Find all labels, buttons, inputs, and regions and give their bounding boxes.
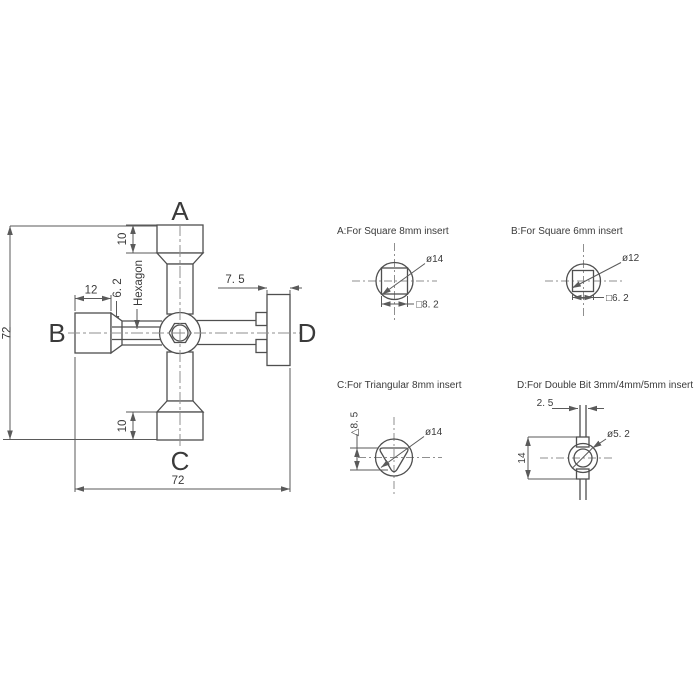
dim-end-d: 7. 5 [218,274,302,312]
detail-view-b: B:For Square 6mm insert ø12 □6. 2 [511,226,640,318]
detail-b-diameter-value: ø12 [622,253,640,264]
detail-d-barrel-circle [567,442,599,474]
hexagon-label: Hexagon [133,260,145,306]
arm-b-slot-lines [112,326,162,341]
detail-view-a: A:For Square 8mm insert ø14 □8. 2 [337,226,449,320]
hexagon-annotation: Hexagon [133,260,145,329]
detail-b-diameter-leader [571,262,622,289]
detail-c-circle [374,438,414,477]
detail-b-square-hole [571,269,595,293]
port-label-a: A [171,196,189,226]
detail-view-d: D:For Double Bit 3mm/4mm/5mm insert 2. 5… [517,380,693,500]
detail-a-square-hole [380,267,409,295]
detail-c-diameter-leader [380,436,425,468]
detail-d-diameter-line [571,447,593,469]
dim-socket-b: 12 [74,285,112,311]
detail-d-top-collar [575,436,590,448]
dim-value-end-d: 7. 5 [225,274,244,286]
dim-value-width: 72 [172,475,185,487]
detail-view-c: C:For Triangular 8mm insert ø14 △8. 5 [337,380,462,497]
dim-value-height: 72 [2,327,14,340]
detail-c-size-value: △8. 5 [350,411,361,436]
detail-d-diameter-value: ø5. 2 [607,429,630,440]
detail-d-title: D:For Double Bit 3mm/4mm/5mm insert [517,380,693,391]
detail-d-slot-width-value: 2. 5 [537,398,554,409]
dim-value-slot-b: 6. 2 [112,278,124,297]
detail-a-diameter-leader [381,263,426,295]
main-view: 72 10 12 6. 2 Hexagon 7. 5 [2,196,317,492]
dim-overall-width: 72 [74,357,291,492]
detail-a-circle [375,261,414,301]
detail-a-diameter-value: ø14 [426,254,444,265]
dim-value-head-c: 10 [117,420,129,433]
port-label-b: B [48,318,65,348]
detail-d-top-stem [579,405,587,437]
dim-value-socket-b: 12 [85,285,98,297]
detail-d-bottom-stem [579,479,587,500]
dim-value-head-a: 10 [117,233,129,246]
detail-d-length-value: 14 [517,452,528,464]
arm-d-end-bar [266,293,291,367]
arm-b-shaft [122,320,162,346]
arm-d-bottom-tab [255,338,268,354]
detail-b-size-value: □6. 2 [606,293,629,304]
detail-a-title: A:For Square 8mm insert [337,226,449,237]
detail-b-title: B:For Square 6mm insert [511,226,623,237]
detail-d-bore-circle [573,448,593,468]
arm-d-top-tab [255,311,268,327]
detail-c-title: C:For Triangular 8mm insert [337,380,462,391]
detail-a-size-value: □8. 2 [416,300,439,311]
detail-d-diameter-leader [592,438,607,449]
detail-d-bottom-collar [575,468,590,480]
detail-c-diameter-value: ø14 [425,427,443,438]
port-label-d: D [298,318,317,348]
detail-d-ext-lines [528,436,576,480]
port-label-c: C [171,446,190,476]
dim-head-c: 10 [117,411,157,440]
dim-head-a: 10 [117,224,157,254]
